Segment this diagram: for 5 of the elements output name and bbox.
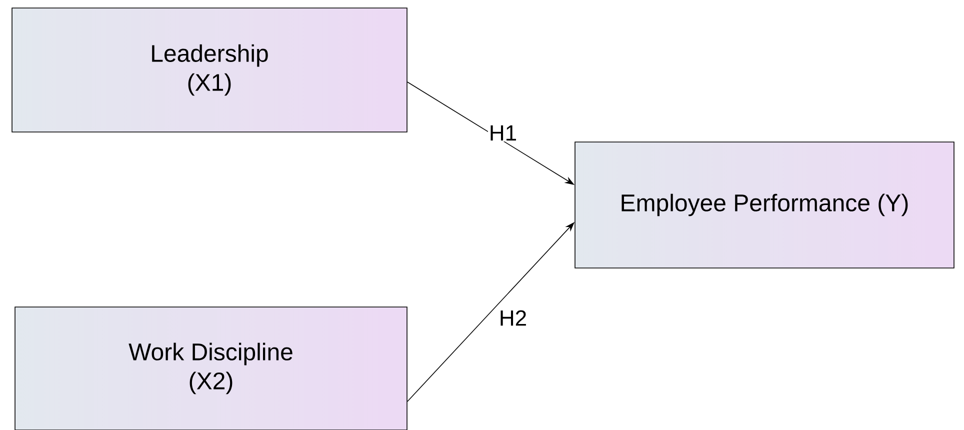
- edge-label: H2: [498, 309, 528, 327]
- edge-label: H1: [488, 124, 518, 142]
- variable-box: Employee Performance (Y): [574, 142, 954, 268]
- variable-box: Work Discipline (X2): [14, 306, 408, 430]
- variable-box: Leadership (X1): [12, 8, 408, 132]
